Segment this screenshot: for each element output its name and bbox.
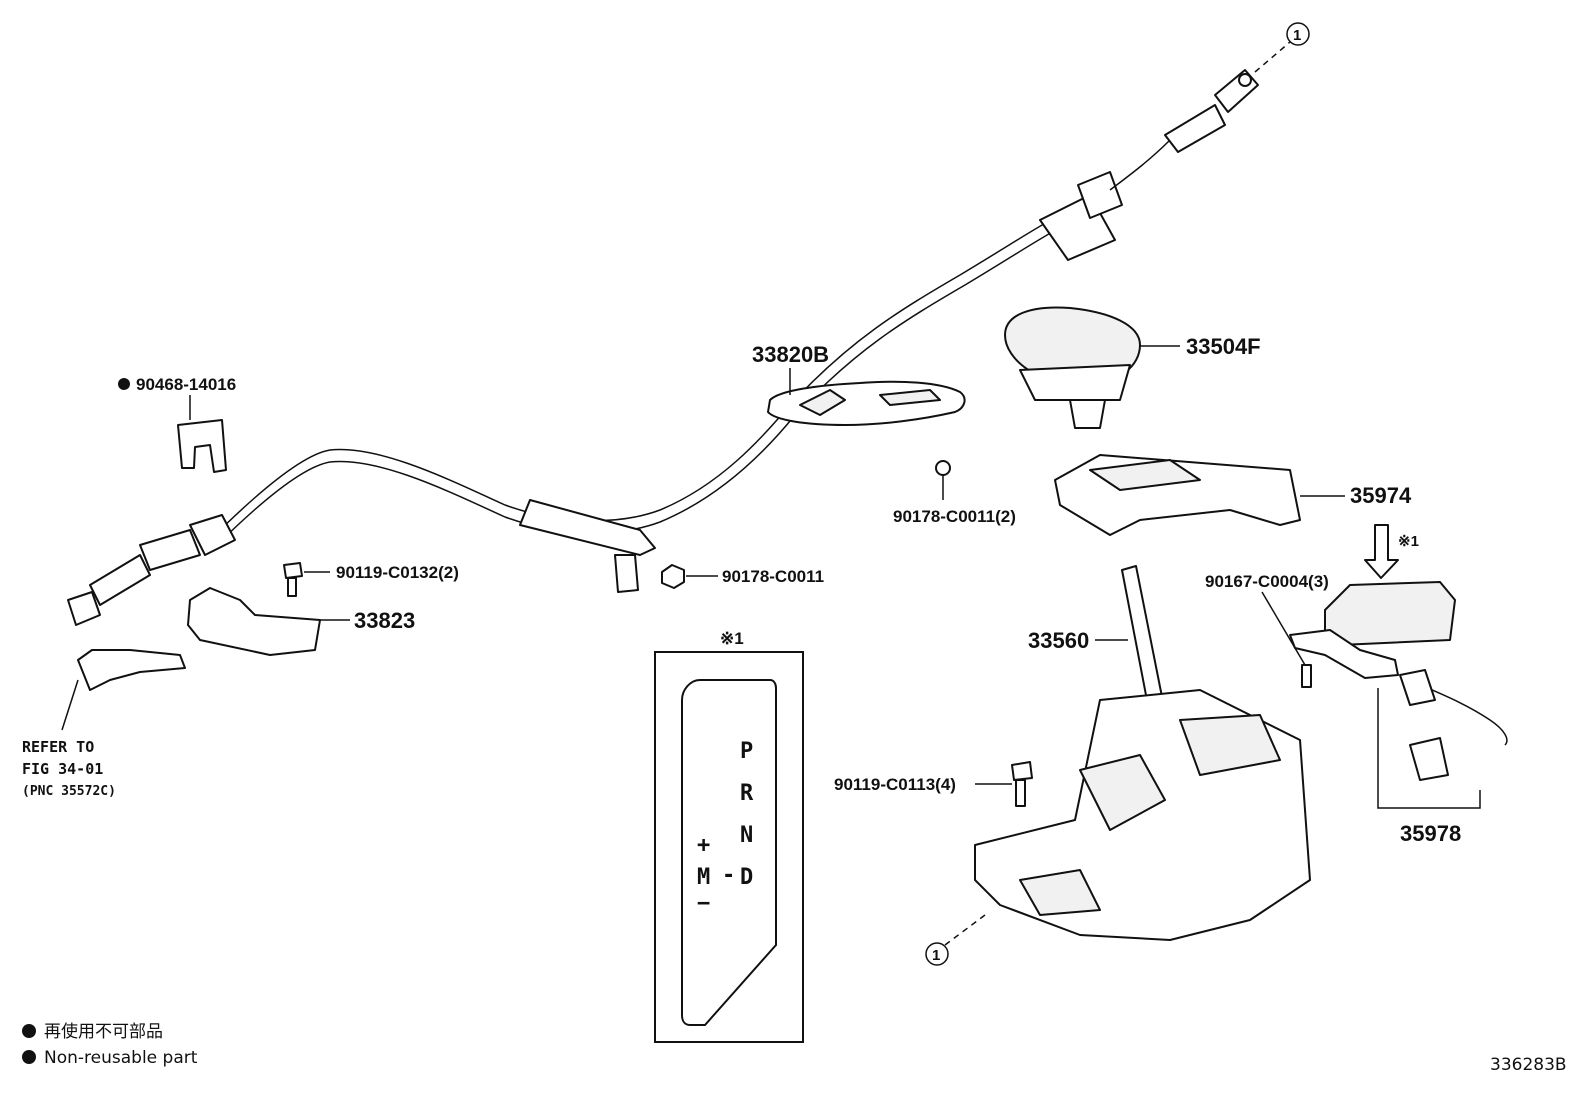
- label-33560: 33560: [1028, 628, 1089, 653]
- gear-dash: -: [722, 863, 735, 888]
- legend-japanese: 再使用不可部品: [44, 1021, 163, 1042]
- part-33820B: 33820B: [752, 342, 966, 426]
- label-90167-C0004: 90167-C0004(3): [1205, 572, 1329, 591]
- gear-minus: −: [697, 891, 710, 916]
- gear-M: M: [697, 865, 710, 890]
- refer-note: REFER TO FIG 34-01 (PNC 35572C): [22, 738, 116, 799]
- gear-P: P: [740, 739, 753, 764]
- gear-plus: +: [697, 833, 710, 858]
- part-90167-C0004: 90167-C0004(3): [1205, 572, 1329, 688]
- gear-R: R: [740, 781, 754, 806]
- callout-number: 1: [1293, 27, 1301, 44]
- refer-line-2: FIG 34-01: [22, 760, 103, 778]
- shift-gate-panel: ※1 P R N D + M - −: [654, 629, 804, 1043]
- legend-bullet-1: [22, 1024, 36, 1038]
- gear-N: N: [740, 823, 753, 848]
- label-90119-C0132: 90119-C0132(2): [336, 563, 459, 582]
- label-35978: 35978: [1400, 821, 1461, 846]
- callout-number: 1: [932, 947, 940, 964]
- shift-cable: [67, 69, 1259, 626]
- part-35978: 35978: [1289, 581, 1508, 846]
- note-arrow: ※1: [1364, 524, 1419, 579]
- gear-D: D: [740, 865, 753, 890]
- label-33823: 33823: [354, 608, 415, 633]
- callout-1-top: 1: [1254, 22, 1310, 73]
- label-90178-C0011-2: 90178-C0011(2): [893, 507, 1016, 526]
- non-reusable-bullet: [118, 378, 130, 390]
- callout-circle: [925, 942, 949, 966]
- part-90178-C0011-2: 90178-C0011(2): [893, 460, 1016, 526]
- note-mark-gate: ※1: [720, 629, 744, 648]
- label-90468-14016: 90468-14016: [136, 375, 236, 394]
- part-90119-C0113: 90119-C0113(4): [834, 761, 1033, 807]
- label-33820B: 33820B: [752, 342, 829, 367]
- gate-slot: [681, 679, 777, 1026]
- note-mark-arrow: ※1: [1398, 533, 1419, 550]
- legend: 再使用不可部品 Non-reusable part: [22, 1021, 198, 1068]
- callout-1-bottom: 1: [925, 914, 986, 966]
- part-33504F: 33504F: [1004, 306, 1261, 429]
- part-90119-C0132: 90119-C0132(2): [283, 562, 459, 597]
- part-90178-C0011: 90178-C0011: [661, 564, 824, 589]
- label-90178-C0011: 90178-C0011: [722, 567, 824, 586]
- label-90119-C0113: 90119-C0113(4): [834, 775, 956, 794]
- part-33823: 33823: [187, 587, 415, 656]
- legend-bullet-2: [22, 1050, 36, 1064]
- label-33504F: 33504F: [1186, 334, 1261, 359]
- callout-circle: [1286, 22, 1310, 46]
- lever-left: [61, 649, 186, 731]
- part-33560: 33560: [974, 565, 1311, 941]
- part-90468-14016: 90468-14016: [118, 375, 236, 473]
- part-35974: 35974: [1054, 454, 1412, 536]
- figure-id: 336283B: [1490, 1055, 1567, 1075]
- legend-english: Non-reusable part: [44, 1048, 198, 1068]
- refer-line-1: REFER TO: [22, 738, 94, 756]
- label-35974: 35974: [1350, 483, 1412, 508]
- refer-line-3: (PNC 35572C): [22, 784, 116, 799]
